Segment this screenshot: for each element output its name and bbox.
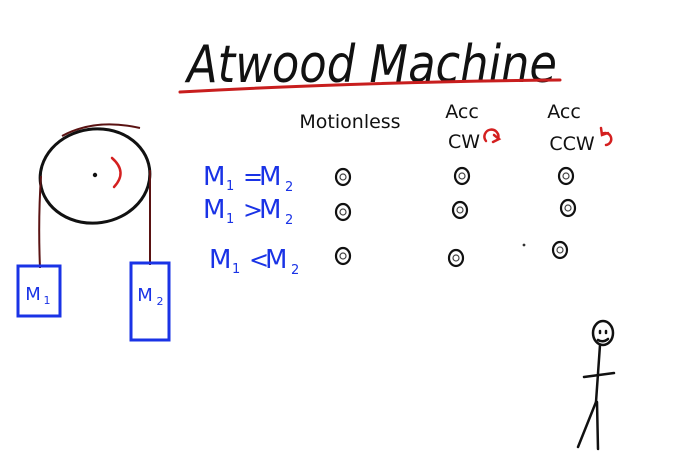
row-label-operator: < — [249, 246, 269, 274]
radio-outer-ring — [557, 166, 575, 186]
radio-option-icon[interactable] — [334, 246, 352, 266]
answer-grid — [334, 166, 577, 268]
column-header-acc-cw-line1: Acc — [445, 101, 479, 123]
radio-inner-ring — [339, 208, 347, 216]
radio-outer-ring — [334, 202, 352, 222]
mass-block-m2-label: M — [137, 285, 153, 306]
column-header-motionless: Motionless — [299, 111, 400, 133]
row-label-rhs-subscript: 2 — [285, 213, 293, 228]
radio-inner-ring — [562, 172, 570, 180]
mass-block-m2-subscript: 2 — [157, 295, 164, 308]
rotation-arrow-icon — [110, 156, 122, 189]
radio-inner-ring — [339, 173, 347, 181]
radio-outer-ring — [451, 200, 469, 220]
row-label-lhs: M — [209, 245, 231, 275]
mass-block-m1: M 1 — [16, 264, 62, 318]
stick-figure-icon — [576, 319, 616, 451]
mass-block-m2: M 2 — [129, 261, 171, 342]
row-label-rhs: M — [265, 245, 287, 275]
column-header-acc-ccw-line2: CCW — [549, 133, 595, 155]
mass-block-m1-subscript: 1 — [44, 294, 51, 307]
radio-outer-ring — [334, 167, 352, 187]
radio-option-icon[interactable] — [557, 166, 575, 186]
pulley-icon — [38, 123, 152, 225]
radio-inner-ring — [458, 172, 466, 180]
radio-option-icon[interactable] — [559, 198, 577, 218]
radio-inner-ring — [564, 204, 572, 212]
row-label-rhs: M — [259, 162, 281, 192]
stray-dot — [522, 243, 526, 247]
column-header-acc-cw-line2: CW — [448, 131, 480, 153]
radio-inner-ring — [556, 246, 564, 254]
radio-outer-ring — [559, 198, 577, 218]
row-label-lhs: M — [203, 162, 225, 192]
radio-inner-ring — [339, 252, 347, 260]
radio-outer-ring — [334, 246, 352, 266]
radio-outer-ring — [551, 240, 569, 260]
row-label-lhs: M — [203, 195, 225, 225]
row-label-lhs-subscript: 1 — [226, 212, 234, 227]
row-label-operator: > — [243, 196, 263, 224]
radio-inner-ring — [452, 254, 460, 262]
title-underline — [178, 78, 562, 94]
radio-option-icon[interactable] — [447, 248, 465, 268]
radio-option-icon[interactable] — [453, 166, 471, 186]
row-label-operator: = — [243, 163, 263, 191]
row-label-rhs-subscript: 2 — [285, 180, 293, 195]
radio-option-icon[interactable] — [334, 167, 352, 187]
radio-option-icon[interactable] — [551, 240, 569, 260]
radio-option-icon[interactable] — [451, 200, 469, 220]
rotation-arrow-icon — [483, 128, 502, 144]
row-label-rhs-subscript: 2 — [291, 263, 299, 278]
page-title: Atwood Machine — [184, 35, 557, 95]
radio-outer-ring — [453, 166, 471, 186]
radio-outer-ring — [447, 248, 465, 268]
mass-block-m1-label: M — [25, 284, 41, 305]
left-rope — [38, 175, 42, 269]
radio-option-icon[interactable] — [334, 202, 352, 222]
column-header-acc-ccw-line1: Acc — [547, 101, 581, 123]
radio-inner-ring — [456, 206, 464, 214]
row-label-lhs-subscript: 1 — [226, 179, 234, 194]
row-label-rhs: M — [259, 195, 281, 225]
rotation-arrow-icon — [599, 126, 613, 147]
row-label-lhs-subscript: 1 — [232, 262, 240, 277]
